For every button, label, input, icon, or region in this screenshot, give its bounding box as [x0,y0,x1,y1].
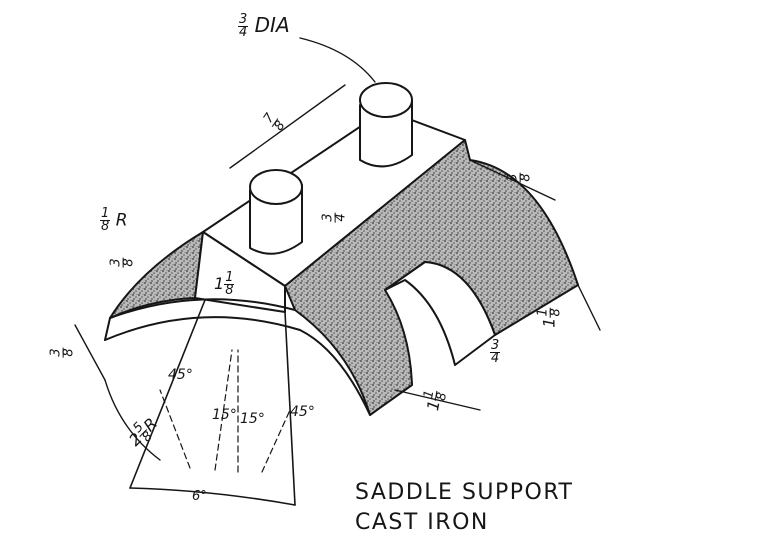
angle-6: 6° [192,489,207,504]
dim-line-right [469,159,556,201]
dim-line-arc-radius [104,379,161,461]
dim-line-left [74,324,106,381]
title-line-1: SADDLE SUPPORT [355,480,574,505]
angle-45-left: 45° [168,367,193,383]
radial-45b [261,409,291,473]
title-line-2: CAST IRON [355,510,489,535]
radial-left [129,299,206,489]
boss-left [249,169,303,255]
base-chord [129,487,296,506]
front-face [194,231,286,313]
arc-bottom-edge [104,317,111,341]
dim-line-right-edge [577,284,601,331]
radial-right [284,311,296,506]
inner-arc [109,298,296,319]
outer-arc [104,316,371,416]
slot-opening [384,261,496,366]
dim-line-dia-leader [299,37,376,83]
angle-15-left: 15° [212,407,237,423]
radial-45a [159,389,191,469]
dim-line-boss-spacing [229,84,346,169]
angle-45-right: 45° [290,404,315,420]
boss-right [359,82,413,168]
radial-15a [214,349,233,471]
angle-15-right: 15° [240,411,265,427]
dim-line-bottom [394,389,481,411]
